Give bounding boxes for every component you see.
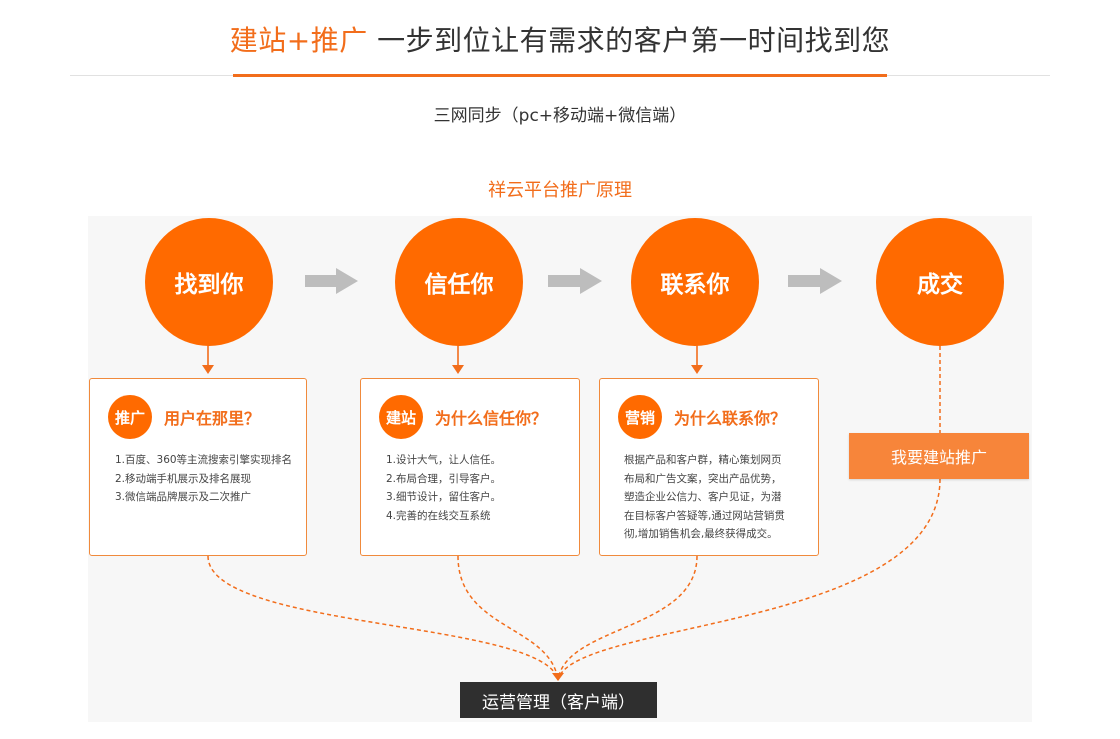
down-arrow-2 [452,365,464,374]
flow-arrow-2 [548,268,602,294]
down-arrow-3 [691,365,703,374]
dashed-curve-2 [457,555,559,681]
diagram-title: 祥云平台推广原理 [488,180,632,201]
operations-box: 运营管理（客户端） [460,682,657,718]
card-header: 推广 用户在那里？ [108,395,260,439]
card-body: 1.设计大气，让人信任。 2.布局合理，引导客户。 3.细节设计，留住客户。 4… [386,451,566,525]
flow-arrow-3 [788,268,842,294]
card-website: 建站 为什么信任你？ 1.设计大气，让人信任。 2.布局合理，引导客户。 3.细… [360,378,580,556]
card-line: 塑造企业公信力、客户见证，为潜 [624,491,782,503]
card-header: 营销 为什么联系你？ [618,395,786,439]
build-promote-button[interactable]: 我要建站推广 [849,433,1029,479]
title-rest: 一步到位让有需求的客户第一时间找到您 [377,24,891,57]
card-line: 1.设计大气，让人信任。 [386,454,502,466]
title-underline [233,74,887,77]
card-badge: 推广 [108,395,152,439]
step-circle-trust: 信任你 [395,218,523,346]
card-line: 彻,增加销售机会,最终获得成交。 [624,528,778,540]
card-line: 根据产品和客户群，精心策划网页 [624,454,782,466]
flow-arrow-1 [305,268,358,294]
page-title: 建站+推广 一步到位让有需求的客户第一时间找到您 [0,24,1120,58]
dashed-curve-3 [557,555,698,681]
dashed-curve-1 [207,555,559,681]
card-marketing: 营销 为什么联系你？ 根据产品和客户群，精心策划网页 布局和广告文案，突出产品优… [599,378,819,556]
card-question: 为什么联系你？ [674,409,787,428]
card-line: 1.百度、360等主流搜索引擎实现排名 [115,454,293,466]
card-body: 根据产品和客户群，精心策划网页 布局和广告文案，突出产品优势， 塑造企业公信力、… [624,451,810,544]
ops-arrowhead [552,673,564,681]
card-line: 4.完善的在线交互系统 [386,509,491,522]
dashed-curve-4 [557,478,941,681]
card-question: 为什么信任你？ [435,409,548,428]
card-line: 3.微信端品牌展示及二次推广 [115,491,252,503]
step-circle-contact: 联系你 [631,218,759,346]
page-subtitle: 三网同步（pc+移动端+微信端） [433,106,687,126]
card-question: 用户在那里？ [164,409,261,428]
down-arrow-1 [202,365,214,374]
card-header: 建站 为什么信任你？ [379,395,547,439]
card-line: 2.布局合理，引导客户。 [386,472,502,485]
card-line: 2.移动端手机展示及排名展现 [115,472,252,485]
card-promotion: 推广 用户在那里？ 1.百度、360等主流搜索引擎实现排名 2.移动端手机展示及… [89,378,307,556]
card-line: 在目标客户答疑等,通过网站营销贯 [624,509,785,522]
card-badge: 营销 [618,395,662,439]
step-circle-find: 找到你 [145,218,273,346]
card-body: 1.百度、360等主流搜索引擎实现排名 2.移动端手机展示及排名展现 3.微信端… [115,451,295,507]
card-line: 布局和广告文案，突出产品优势， [624,472,782,485]
card-line: 3.细节设计，留住客户。 [386,491,502,503]
title-accent: 建站+推广 [229,24,368,57]
step-circle-deal: 成交 [876,218,1004,346]
card-badge: 建站 [379,395,423,439]
